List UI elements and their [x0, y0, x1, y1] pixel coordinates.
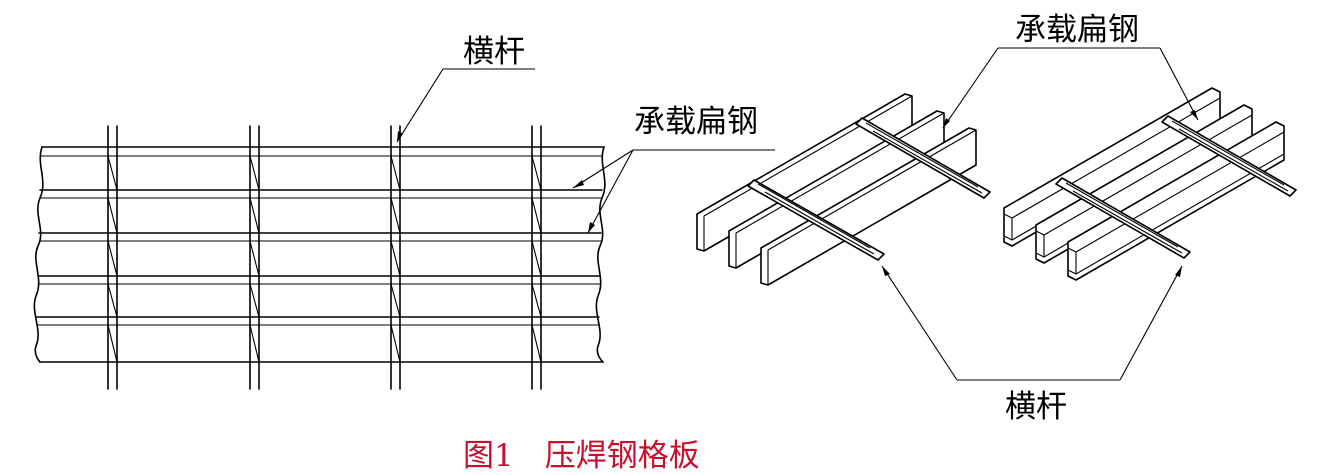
iso-view-flat [696, 93, 991, 286]
plan-crossbars [107, 125, 542, 390]
iso-crossbar-label: 横杆 [1005, 389, 1067, 425]
iso-section-crossbars [1055, 115, 1297, 259]
plan-crossbar-1 [107, 125, 118, 390]
iso-flat-bar-3 [760, 127, 977, 286]
plan-break-right [595, 146, 606, 363]
plan-crossbar-label: 横杆 [463, 34, 525, 70]
plan-crossbar-2 [249, 125, 260, 390]
iso-bearing-bar-label: 承载扁钢 [1015, 12, 1139, 48]
iso-flat-bar-2 [728, 110, 945, 269]
iso-flat-crossbars [747, 117, 991, 261]
plan-crossbar-4 [531, 125, 542, 390]
plan-break-left [33, 146, 44, 363]
iso-view-section [1003, 87, 1297, 281]
iso-crossbar-leader [881, 265, 1183, 381]
plan-bearing-bar-label: 承载扁钢 [634, 104, 758, 140]
figure-caption: 图1 压焊钢格板 [463, 438, 700, 474]
plan-view: 横杆 承载扁钢 [33, 34, 775, 390]
plan-crossbar-3 [390, 125, 401, 390]
plan-bearing-bars [36, 146, 605, 363]
plan-bearing-bar-leader [572, 149, 775, 234]
plan-crossbar-leader [396, 68, 535, 143]
iso-bearing-bar-leader [942, 47, 1199, 129]
